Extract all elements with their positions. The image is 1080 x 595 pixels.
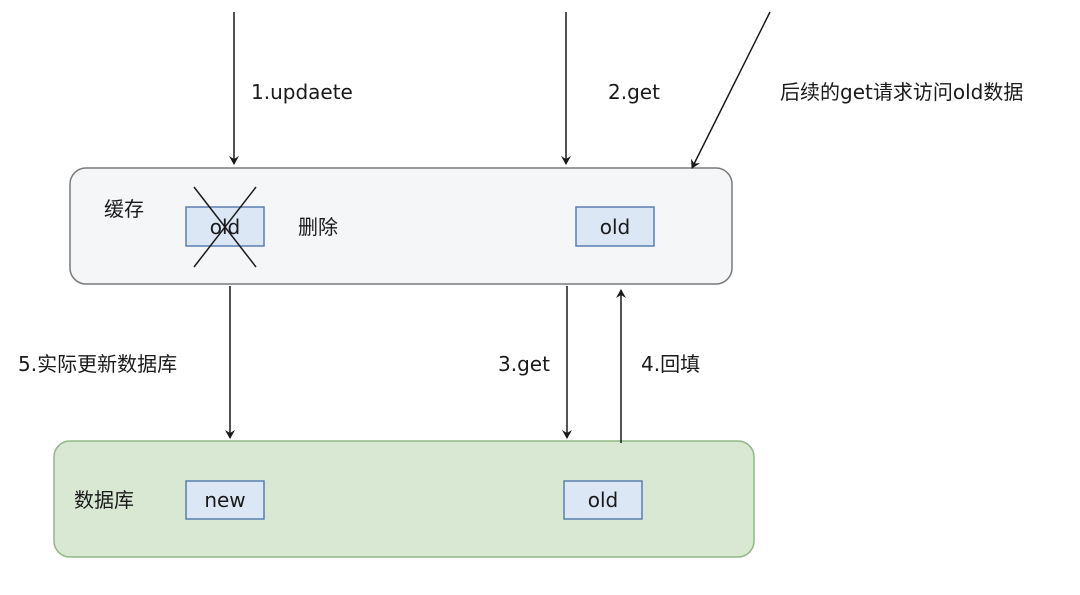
cache-old-right-box xyxy=(575,206,655,247)
arrow-refill-label: 4.回填 xyxy=(641,352,700,376)
arrow-subsequent xyxy=(691,11,771,169)
delete-label: 删除 xyxy=(298,215,338,239)
arrow-update-label: 1.updaete xyxy=(251,80,353,104)
delete-cross-line-2 xyxy=(193,186,257,268)
database-old-value: old xyxy=(588,488,619,512)
database-box xyxy=(53,440,755,558)
database-new-value: new xyxy=(204,488,245,512)
cache-label: 缓存 xyxy=(104,197,144,221)
cache-box xyxy=(69,167,733,285)
database-new-box xyxy=(185,480,265,520)
arrow-subsequent-label: 后续的get请求访问old数据 xyxy=(780,80,1023,104)
cache-old-right-value: old xyxy=(600,215,631,239)
arrow-get3-label: 3.get xyxy=(498,352,550,376)
database-label: 数据库 xyxy=(74,488,134,512)
arrow-db-update-label: 5.实际更新数据库 xyxy=(18,352,177,376)
database-old-box xyxy=(563,480,643,520)
arrow-get2-label: 2.get xyxy=(608,80,660,104)
